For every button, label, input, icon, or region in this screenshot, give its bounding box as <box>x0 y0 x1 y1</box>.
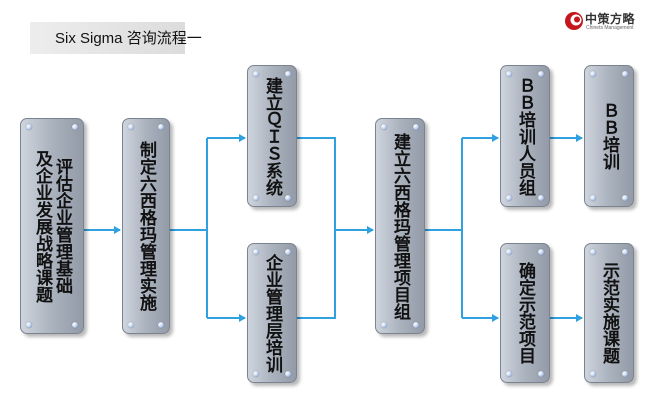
rivet-icon <box>590 71 596 77</box>
logo-name-cn: 中策方略 <box>585 12 636 26</box>
rivet-icon <box>253 71 259 77</box>
rivet-icon <box>72 322 78 328</box>
rivet-icon <box>506 195 512 201</box>
flow-node-label: ＢＢ培训人员组 <box>515 76 535 196</box>
rivet-icon <box>622 71 628 77</box>
flow-node-n2: 制定六西格玛管理实施 <box>122 118 170 334</box>
page-title: Six Sigma 咨询流程一 <box>55 30 202 47</box>
rivet-icon <box>590 195 596 201</box>
rivet-icon <box>506 371 512 377</box>
rivet-icon <box>538 71 544 77</box>
rivet-icon <box>128 124 134 130</box>
rivet-icon <box>590 371 596 377</box>
rivet-icon <box>285 371 291 377</box>
title-bar <box>30 22 185 54</box>
flow-node-label: 建立六西格玛管理项目组 <box>390 132 410 320</box>
edge-n3-n4-merge <box>297 137 336 319</box>
rivet-icon <box>381 124 387 130</box>
rivet-icon <box>72 124 78 130</box>
rivet-icon <box>158 322 164 328</box>
flow-node-n1: 评估企业管理基础及企业发展战略课题 <box>20 118 84 334</box>
rivet-icon <box>622 195 628 201</box>
company-logo: 中策方略 Chinets Management <box>564 10 646 32</box>
logo-swirl-icon <box>565 12 583 30</box>
rivet-icon <box>285 195 291 201</box>
flow-node-label: 建立ＱＩＳ系统 <box>262 76 282 196</box>
rivet-icon <box>285 71 291 77</box>
flow-node-n9: 示范实施课题 <box>584 243 634 383</box>
flow-node-label: 企业管理层培训 <box>262 253 282 373</box>
flow-node-label: 示范实施课题 <box>599 262 619 364</box>
logo-name-en: Chinets Management <box>586 25 634 31</box>
rivet-icon <box>26 322 32 328</box>
rivet-icon <box>538 249 544 255</box>
flow-node-label: 制定六西格玛管理实施 <box>136 141 156 311</box>
rivet-icon <box>538 195 544 201</box>
rivet-icon <box>26 124 32 130</box>
flow-node-n6: ＢＢ培训人员组 <box>500 65 550 207</box>
rivet-icon <box>413 322 419 328</box>
flow-node-n4: 企业管理层培训 <box>247 243 297 383</box>
rivet-icon <box>253 371 259 377</box>
rivet-icon <box>285 249 291 255</box>
flow-node-n7: 确定示范项目 <box>500 243 550 383</box>
rivet-icon <box>158 124 164 130</box>
rivet-icon <box>622 371 628 377</box>
rivet-icon <box>506 71 512 77</box>
flow-node-label: 评估企业管理基础 <box>52 158 72 294</box>
rivet-icon <box>381 322 387 328</box>
flow-node-n3: 建立ＱＩＳ系统 <box>247 65 297 207</box>
flow-node-label: 确定示范项目 <box>515 262 535 364</box>
rivet-icon <box>413 124 419 130</box>
flow-node-label: ＢＢ培训 <box>599 102 619 170</box>
rivet-icon <box>590 249 596 255</box>
rivet-icon <box>253 195 259 201</box>
flow-node-n8: ＢＢ培训 <box>584 65 634 207</box>
rivet-icon <box>506 249 512 255</box>
rivet-icon <box>253 249 259 255</box>
rivet-icon <box>622 249 628 255</box>
rivet-icon <box>128 322 134 328</box>
flow-node-label: 及企业发展战略课题 <box>32 149 52 303</box>
flow-node-n5: 建立六西格玛管理项目组 <box>375 118 425 334</box>
rivet-icon <box>538 371 544 377</box>
